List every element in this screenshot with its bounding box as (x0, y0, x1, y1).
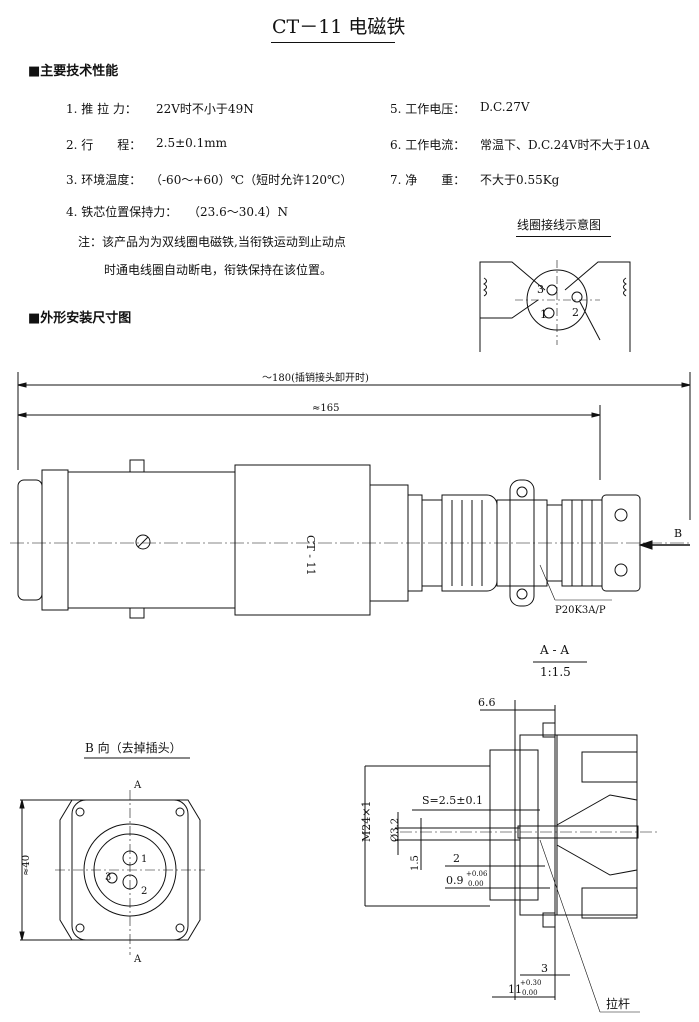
spec-3-label: 3. 环境温度： (66, 173, 142, 187)
spec-2-value: 2.5±0.1mm (156, 136, 227, 150)
connector-label: P20K3A/P (555, 605, 606, 616)
body-label: CT - 11 (304, 535, 317, 575)
dim-11: 11 (508, 983, 522, 996)
dim-0-9-tol-up: +0.06 (466, 870, 488, 878)
dim-180: ～180(插销接头卸开时) (262, 371, 369, 384)
spec-7-value: 不大于0.55Kg (480, 173, 560, 187)
page-title: CT－11 电磁铁 (272, 16, 406, 38)
dim-40: ≈40 (21, 855, 32, 876)
wiring-title-underline (516, 236, 611, 237)
wiring-diagram-title: 线圈接线示意图 (517, 218, 602, 232)
spec-4-label: 4. 铁芯位置保持力： (66, 205, 178, 219)
dim-6-6: 6.6 (478, 696, 496, 709)
spec-5-value: D.C.27V (480, 100, 530, 114)
section-a-a: A - A 1:1.5 6.6 M24×1 S=2.5±0.1 Ø3.2 1.5… (360, 643, 660, 1013)
section-mark-top: A (133, 780, 142, 791)
dim-m24: M24×1 (360, 801, 373, 842)
note-line-2: 时通电线圈自动断电，衔铁保持在该位置。 (104, 263, 333, 277)
view-b-title: B 向（去掉插头） (85, 740, 182, 755)
section-heading-dimensions: ■外形安装尺寸图 (28, 311, 132, 326)
section-scale: 1:1.5 (540, 665, 571, 679)
section-heading-specs: ■主要技术性能 (28, 64, 119, 79)
spec-3-value: （-60～+60）℃（短时允许120℃） (150, 173, 353, 187)
section-title: A - A (539, 643, 569, 657)
dim-1-5: 1.5 (410, 855, 421, 871)
wiring-pin-1: 1 (540, 308, 547, 321)
view-b-arrow-label[interactable]: B (674, 527, 682, 540)
dim-2: 2 (453, 852, 460, 865)
spec-6-label: 6. 工作电流： (390, 138, 466, 152)
section-mark-bottom: A (133, 954, 142, 965)
pin-3: 3 (105, 872, 111, 883)
solenoid-side-view: CT - 11 B P20K3A/P (10, 459, 690, 619)
dim-dia-3-2: Ø3.2 (390, 818, 401, 842)
dim-stroke: S=2.5±0.1 (422, 794, 483, 807)
title-underline (271, 42, 395, 43)
spec-4-value: （23.6～30.4）N (188, 205, 288, 219)
dim-11-tol-up: +0.30 (520, 979, 541, 987)
dim-0-9: 0.9 (446, 874, 464, 887)
pin-1: 1 (141, 854, 147, 865)
note-line-1: 注：该产品为为双线圈电磁铁,当衔铁运动到止动点 (78, 235, 346, 249)
wiring-pin-3: 3 (537, 283, 544, 296)
spec-7-label: 7. 净 重： (390, 173, 466, 187)
wiring-diagram: 3 2 1 (479, 260, 631, 352)
pin-2: 2 (141, 886, 147, 897)
dim-11-tol-low: 0.00 (522, 989, 538, 997)
dim-0-9-tol-low: 0.00 (468, 880, 484, 888)
spec-2-label: 2. 行 程： (66, 138, 142, 152)
pull-rod-label: 拉杆 (606, 996, 630, 1011)
wiring-pin-2: 2 (572, 306, 579, 319)
spec-1-value: 22V时不小于49N (156, 102, 254, 116)
dim-3: 3 (541, 962, 548, 975)
spec-1-label: 1. 推 拉 力： (66, 102, 137, 116)
dim-165: ≈165 (312, 403, 339, 414)
spec-6-value: 常温下、D.C.24V时不大于10A (480, 138, 650, 152)
spec-5-label: 5. 工作电压： (390, 102, 466, 116)
overall-dimensions: ～180(插销接头卸开时) ≈165 (17, 371, 691, 520)
view-b: B 向（去掉插头） 3 1 2 A A ≈40 (19, 740, 205, 965)
